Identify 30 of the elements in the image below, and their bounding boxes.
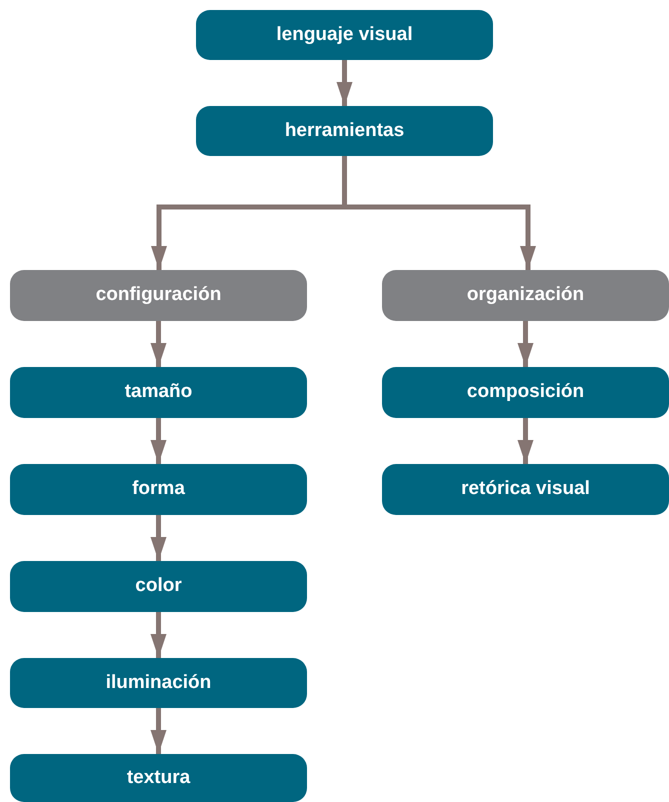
arrow	[518, 321, 534, 367]
process-box	[382, 270, 669, 321]
box-label: composición	[466, 380, 584, 404]
arrow	[336, 60, 352, 106]
arrow	[518, 418, 534, 464]
arrow	[150, 612, 166, 658]
box-label: color	[135, 574, 182, 598]
arrow	[150, 515, 166, 561]
process-box	[10, 754, 307, 802]
process-box	[196, 10, 493, 60]
box-label: herramientas	[284, 118, 404, 143]
process-box	[382, 367, 669, 418]
box-label: organización	[466, 283, 584, 308]
process-box	[196, 106, 493, 156]
process-box	[382, 464, 669, 515]
arrow	[150, 418, 166, 464]
arrow	[150, 708, 166, 754]
process-box	[10, 658, 307, 708]
process-box	[10, 464, 307, 515]
process-box	[10, 561, 307, 612]
box-label: textura	[126, 766, 190, 790]
box-label: iluminación	[106, 670, 212, 695]
box-label: retórica visual	[461, 477, 590, 502]
process-box	[10, 367, 307, 418]
box-label: lenguaje visual	[276, 22, 413, 47]
arrow	[150, 321, 166, 367]
box-label: configuración	[96, 283, 222, 308]
process-box	[10, 270, 307, 321]
box-label: tamaño	[124, 380, 192, 404]
box-label: forma	[132, 477, 185, 502]
